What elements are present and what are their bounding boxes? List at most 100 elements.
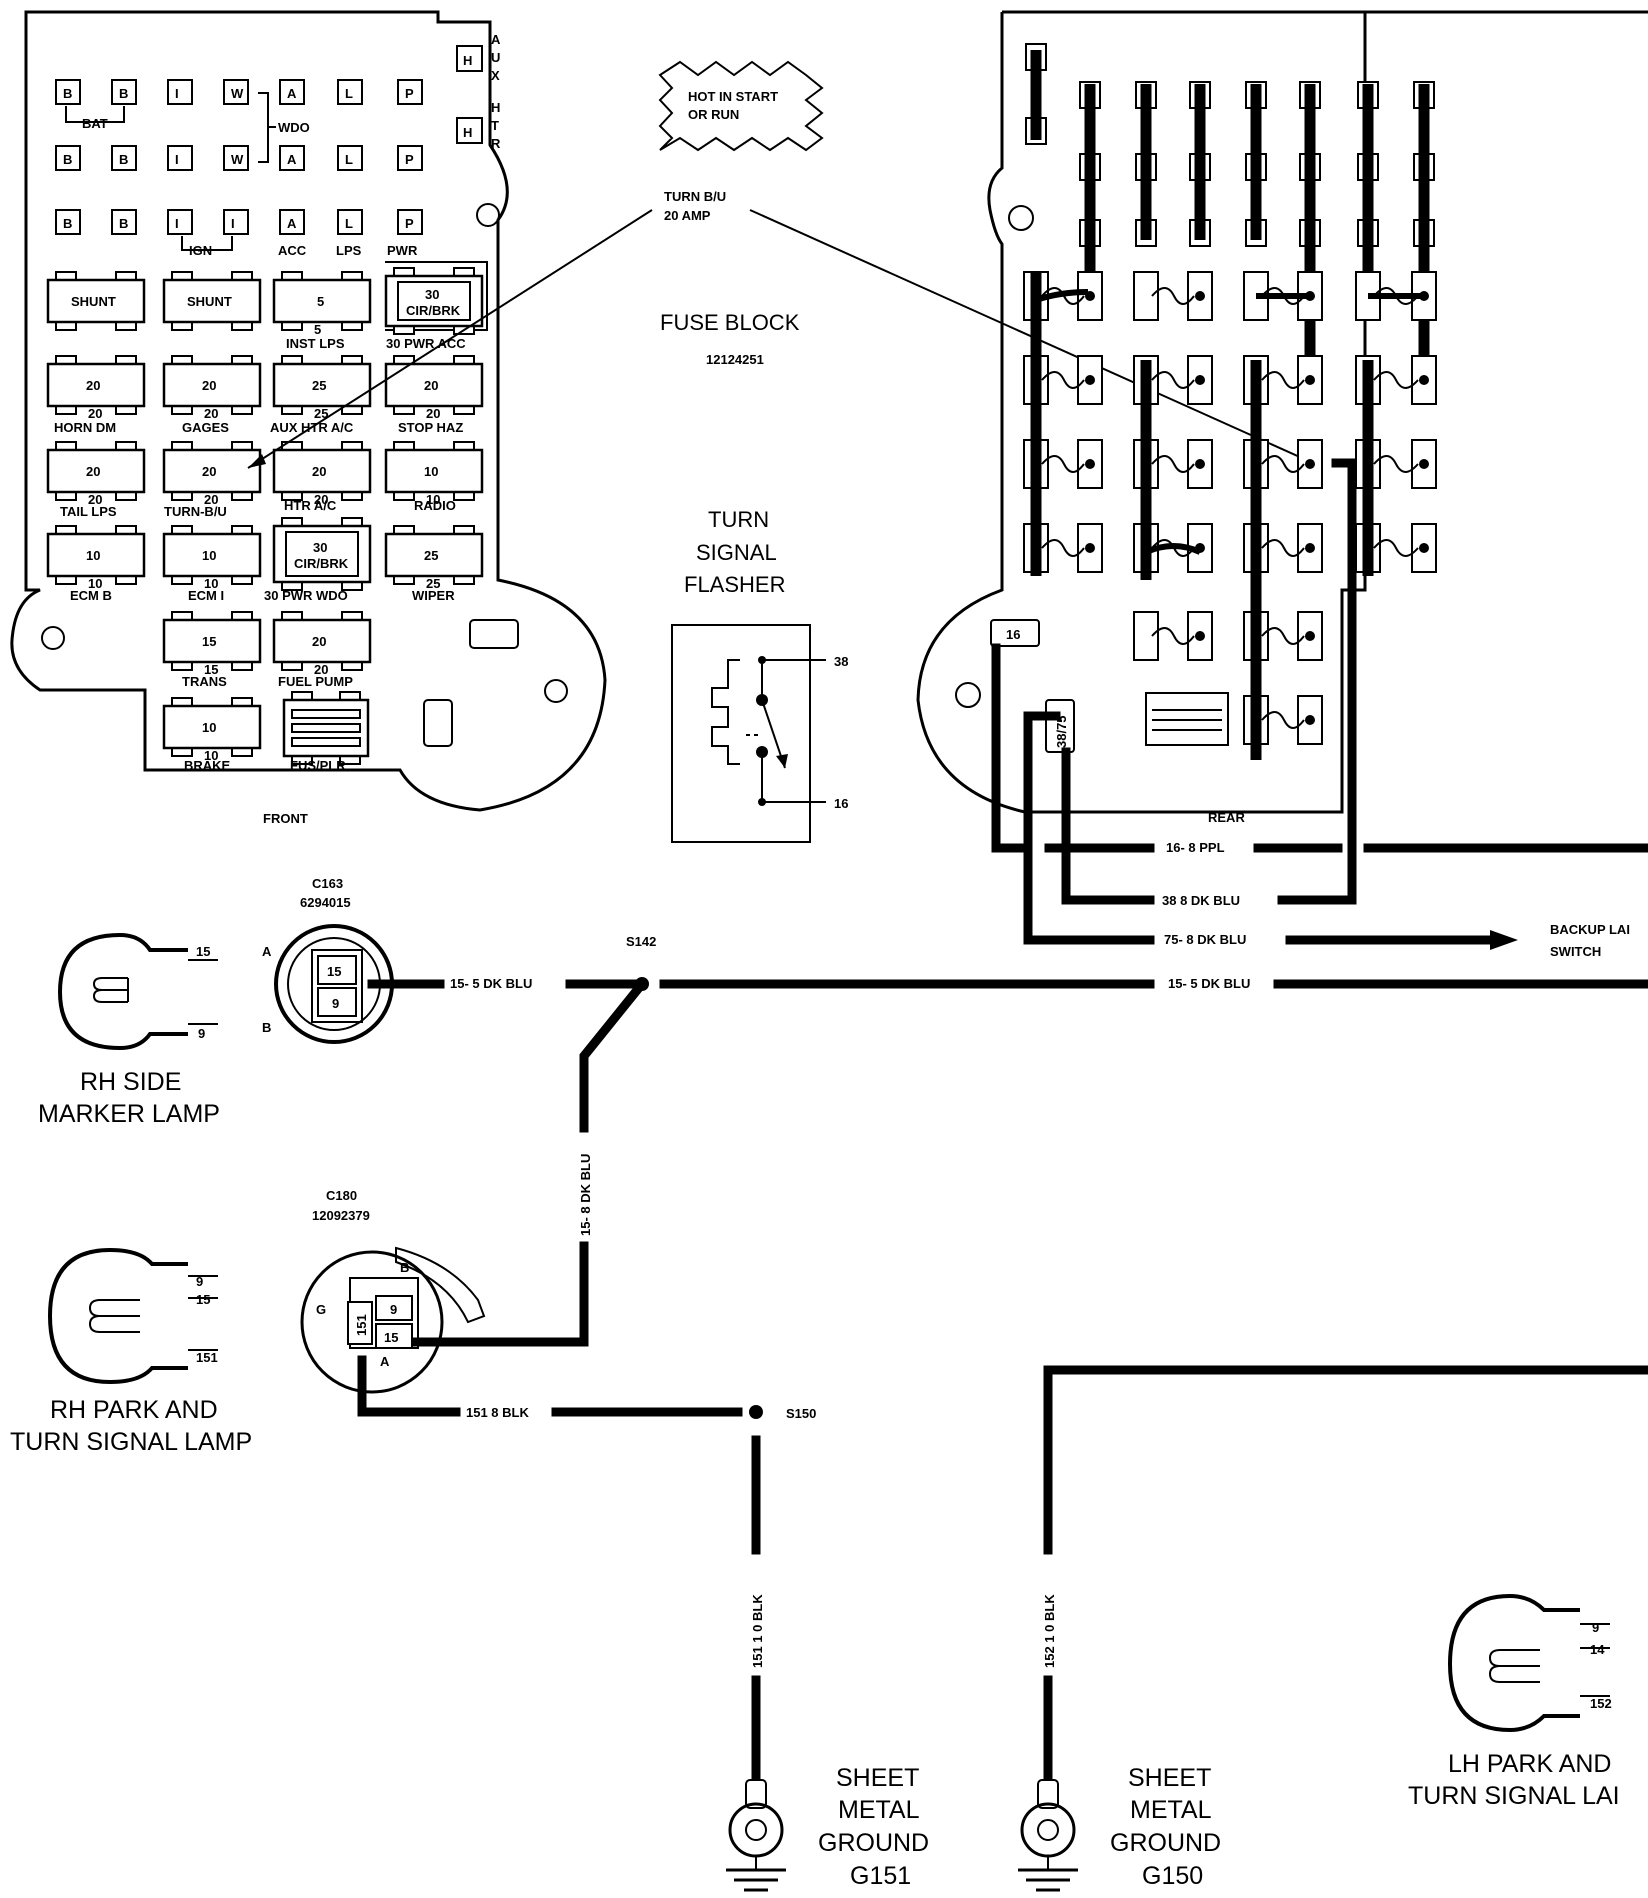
wire-151-label: 151 8 BLK xyxy=(466,1405,529,1420)
terminal-label-2-5: L xyxy=(345,216,353,231)
fuse-value-3: 30 xyxy=(425,287,439,302)
c180-pin-b: B xyxy=(400,1260,409,1275)
wire-152g-label: 152 1 0 BLK xyxy=(1042,1594,1057,1668)
fuse-block-rear: 16 38/75 REAR xyxy=(916,10,1648,825)
callout-label-2: 20 AMP xyxy=(664,208,711,223)
fuse-label-11: RADIO xyxy=(414,498,456,513)
fuse-value-9: 20 xyxy=(202,464,216,479)
terminal-0-1 xyxy=(111,79,137,105)
aux-label-u: U xyxy=(491,50,500,65)
fuse-label-15: WIPER xyxy=(412,588,455,603)
fuse-label-10: HTR A/C xyxy=(284,498,337,513)
fuse-label-12: ECM B xyxy=(70,588,112,603)
terminal-label-2-2: I xyxy=(175,216,179,231)
splice-s150-label: S150 xyxy=(786,1406,816,1421)
fuse-sub-6: 25 xyxy=(314,406,328,421)
callout-arrow-front xyxy=(247,209,653,469)
fuse-value-1: SHUNT xyxy=(187,294,232,309)
bat-label: BAT xyxy=(82,116,108,131)
terminal-label-0-0: B xyxy=(63,86,72,101)
fuse-value-15: 25 xyxy=(424,548,438,563)
fuse-label-9: TURN-B/U xyxy=(164,504,227,519)
lps-label: LPS xyxy=(336,243,362,258)
aux-h-label: H xyxy=(463,53,472,68)
terminal-2-5 xyxy=(337,209,363,235)
fuse-value-13: 10 xyxy=(202,548,216,563)
fuse-value-4: 20 xyxy=(86,378,100,393)
fuse-value-8: 20 xyxy=(86,464,100,479)
lh-park-pin-2: 14 xyxy=(1590,1642,1605,1657)
c163-pin-a: A xyxy=(262,944,272,959)
rear-cell-0-1-a xyxy=(1133,271,1159,321)
backup-label-2: SWITCH xyxy=(1550,944,1601,959)
fuse-label-14: 30 PWR WDO xyxy=(264,588,348,603)
terminal-label-1-2: I xyxy=(175,152,179,167)
g151-label-1: SHEET xyxy=(836,1764,919,1792)
c163-name: C163 xyxy=(312,876,343,891)
rear-label: REAR xyxy=(1208,810,1245,825)
g151-label-2: METAL xyxy=(838,1796,920,1824)
terminal-0-2 xyxy=(167,79,193,105)
terminal-label-1-1: B xyxy=(119,152,128,167)
fuse-sub-17: 20 xyxy=(314,662,328,677)
terminal-label-1-6: P xyxy=(405,152,414,167)
fuse-value-10: 20 xyxy=(312,464,326,479)
flasher-title-1: TURN xyxy=(708,507,769,532)
ign-label: IGN xyxy=(189,243,212,258)
c163-cav-2: 9 xyxy=(332,996,339,1011)
aux-label-a: A xyxy=(491,32,501,47)
turn-signal-flasher: TURN SIGNAL FLASHER 38 16 xyxy=(671,507,848,843)
rh-park-pin-2: 15 xyxy=(196,1292,210,1307)
connector-c163: C163 6294015 15 9 A B xyxy=(262,876,394,1044)
terminal-1-0 xyxy=(55,145,81,171)
fuse-sub-11: 10 xyxy=(426,492,440,507)
terminal-0-5 xyxy=(337,79,363,105)
rear-cell-4-1-a xyxy=(1133,611,1159,661)
wire-151g-label: 151 1 0 BLK xyxy=(750,1594,765,1668)
rear-cell-4-2-b xyxy=(1297,611,1323,661)
rh-park-label-2: TURN SIGNAL LAMP xyxy=(10,1428,252,1456)
fuse-label-3: 30 PWR ACC xyxy=(386,336,466,351)
fuse-value-6: 25 xyxy=(312,378,326,393)
fuse-value-2: 5 xyxy=(317,294,324,309)
fuse-label-18: BRAKE xyxy=(184,758,231,773)
terminal-label-1-3: W xyxy=(231,152,244,167)
terminal-label-2-3: I xyxy=(231,216,235,231)
terminal-label-0-4: A xyxy=(287,86,297,101)
fuse-sub-5: 20 xyxy=(204,406,218,421)
fuse-sub-8: 20 xyxy=(88,492,102,507)
g150-label-2: METAL xyxy=(1130,1796,1212,1824)
terminal-label-0-6: P xyxy=(405,86,414,101)
splice-s150 xyxy=(749,1405,763,1419)
wire-75-label: 75- 8 DK BLU xyxy=(1164,932,1246,947)
terminal-label-0-2: I xyxy=(175,86,179,101)
wire-38-label: 38 8 DK BLU xyxy=(1162,893,1240,908)
fuse-value-0: SHUNT xyxy=(71,294,116,309)
terminal-label-1-5: L xyxy=(345,152,353,167)
fuse-sub-16: 15 xyxy=(204,662,218,677)
terminal-label-2-0: B xyxy=(63,216,72,231)
c163-part: 6294015 xyxy=(300,895,351,910)
rh-park-label-1: RH PARK AND xyxy=(50,1396,218,1424)
terminal-2-1 xyxy=(111,209,137,235)
htr-label-h: H xyxy=(491,100,500,115)
c180-name: C180 xyxy=(326,1188,357,1203)
splice-s142-label: S142 xyxy=(626,934,656,949)
backup-label-1: BACKUP LAI xyxy=(1550,922,1630,937)
terminal-0-3 xyxy=(223,79,249,105)
wdo-label: WDO xyxy=(278,120,310,135)
c180-pin-a: A xyxy=(380,1354,390,1369)
